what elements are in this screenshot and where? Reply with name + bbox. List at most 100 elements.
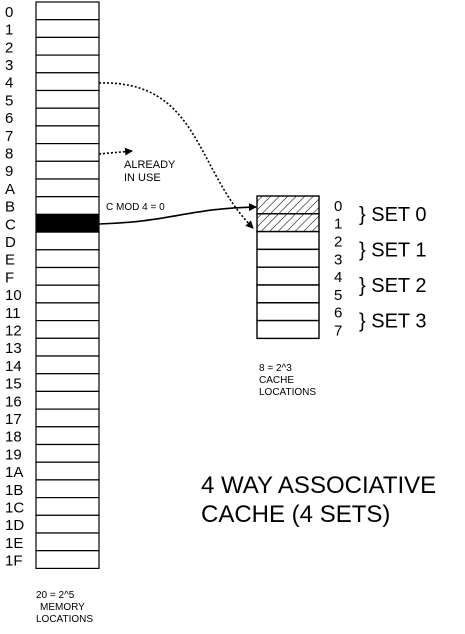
memory-cell bbox=[35, 213, 100, 233]
memory-address-label: 11 bbox=[5, 305, 21, 322]
memory-address-label: F bbox=[5, 269, 14, 286]
memory-cell bbox=[35, 196, 100, 215]
cache-slot-label: 3 bbox=[334, 251, 342, 268]
memory-cell bbox=[35, 19, 100, 39]
memory-cell bbox=[35, 266, 100, 286]
cache-cell bbox=[256, 266, 320, 286]
memory-caption-line3: LOCATIONS bbox=[36, 614, 93, 625]
memory-address-label: 3 bbox=[5, 57, 13, 74]
cache-caption-line2: CACHE bbox=[259, 375, 294, 386]
memory-cell bbox=[35, 532, 100, 552]
memory-cell bbox=[35, 337, 100, 357]
memory-cell bbox=[35, 443, 100, 463]
memory-cell bbox=[35, 107, 100, 127]
memory-cell bbox=[35, 54, 100, 74]
memory-address-label: 14 bbox=[5, 358, 22, 375]
memory-cell bbox=[35, 320, 100, 339]
already-in-use-line2: IN USE bbox=[124, 172, 161, 184]
cache-slot-label: 5 bbox=[334, 287, 342, 304]
memory-address-label: 6 bbox=[5, 110, 13, 127]
memory-address-label: 1C bbox=[5, 499, 24, 516]
memory-cell bbox=[35, 302, 100, 322]
memory-cell bbox=[35, 89, 100, 109]
dotted-arrow-4-to-cache bbox=[98, 82, 254, 229]
memory-cell bbox=[35, 72, 100, 92]
memory-address-label: 8 bbox=[5, 145, 13, 162]
set-label: } SET 3 bbox=[359, 311, 426, 333]
memory-cell bbox=[35, 390, 100, 410]
cache-slot-label: 6 bbox=[334, 305, 342, 322]
memory-column bbox=[35, 1, 100, 570]
cache-slot-label: 0 bbox=[334, 198, 342, 215]
memory-address-label: 17 bbox=[5, 411, 22, 428]
memory-cell bbox=[35, 355, 100, 375]
cache-cell bbox=[256, 284, 320, 304]
memory-address-label: 5 bbox=[5, 92, 13, 109]
set-label: } SET 2 bbox=[359, 275, 426, 297]
cache-cell bbox=[256, 302, 320, 322]
memory-address-label: 2 bbox=[5, 39, 13, 56]
memory-address-label: 4 bbox=[5, 75, 13, 92]
memory-address-label: A bbox=[5, 181, 15, 198]
memory-address-label: 18 bbox=[5, 429, 22, 446]
cache-slot-label: 2 bbox=[334, 234, 342, 251]
cache-cell bbox=[256, 195, 320, 215]
memory-address-label: 1A bbox=[5, 464, 23, 481]
cache-cell bbox=[256, 248, 320, 268]
set-label: } SET 1 bbox=[359, 239, 426, 261]
memory-cell bbox=[35, 461, 100, 481]
cache-caption-line1: 8 = 2^3 bbox=[259, 363, 292, 374]
cache-slot-label: 1 bbox=[334, 216, 342, 233]
memory-cell bbox=[35, 550, 100, 570]
cache-cell bbox=[256, 230, 320, 251]
memory-caption-line1: 20 = 2^5 bbox=[36, 590, 75, 601]
memory-address-label: 1B bbox=[5, 482, 23, 499]
memory-address-label: 7 bbox=[5, 128, 13, 145]
memory-address-label: 1D bbox=[5, 517, 24, 534]
memory-address-label: 9 bbox=[5, 163, 13, 180]
dotted-arrow-already-in-use bbox=[98, 147, 133, 156]
memory-cell bbox=[35, 143, 100, 162]
memory-cell bbox=[35, 497, 100, 516]
memory-cell bbox=[35, 36, 100, 56]
memory-cell bbox=[35, 479, 100, 499]
cache-cell bbox=[256, 319, 320, 340]
memory-address-label: 12 bbox=[5, 322, 22, 339]
cache-set-labels: } SET 0 } SET 1 } SET 2 } SET 3 bbox=[359, 204, 426, 333]
cache-slot-label: 4 bbox=[334, 269, 342, 286]
memory-cell bbox=[35, 231, 100, 251]
memory-cell bbox=[35, 373, 100, 393]
cache-slot-label: 7 bbox=[334, 323, 342, 340]
memory-address-label: C bbox=[5, 216, 16, 233]
solid-arrow-c-to-set-0 bbox=[98, 203, 257, 225]
memory-cell bbox=[35, 125, 100, 145]
memory-address-label: 10 bbox=[5, 287, 22, 304]
memory-address-label: 15 bbox=[5, 376, 22, 393]
memory-address-label: 16 bbox=[5, 393, 22, 410]
memory-address-label: 13 bbox=[5, 340, 22, 357]
memory-cell bbox=[35, 426, 100, 446]
memory-address-label: 1 bbox=[5, 22, 13, 39]
memory-address-label: 1E bbox=[5, 535, 23, 552]
memory-address-label: E bbox=[5, 252, 15, 269]
title-line2: CACHE (4 SETS) bbox=[201, 501, 390, 528]
mapping-label: C MOD 4 = 0 bbox=[106, 202, 165, 213]
memory-cell bbox=[35, 178, 100, 198]
memory-address-label: 19 bbox=[5, 446, 22, 463]
memory-address-label: 1F bbox=[5, 553, 23, 570]
cache-column bbox=[256, 195, 320, 340]
memory-address-label: D bbox=[5, 234, 16, 251]
memory-address-labels: 0123456789ABCDEF101112131415161718191A1B… bbox=[5, 4, 24, 570]
memory-address-label: 0 bbox=[5, 4, 13, 21]
set-label: } SET 0 bbox=[359, 204, 426, 226]
memory-cell bbox=[35, 408, 100, 428]
memory-address-label: B bbox=[5, 199, 15, 216]
memory-cell bbox=[35, 514, 100, 534]
memory-cell bbox=[35, 1, 100, 21]
memory-cell bbox=[35, 284, 100, 304]
cache-cell bbox=[256, 213, 320, 233]
memory-cell bbox=[35, 249, 100, 269]
already-in-use-line1: ALREADY bbox=[124, 159, 176, 171]
cache-caption-line3: LOCATIONS bbox=[259, 387, 316, 398]
